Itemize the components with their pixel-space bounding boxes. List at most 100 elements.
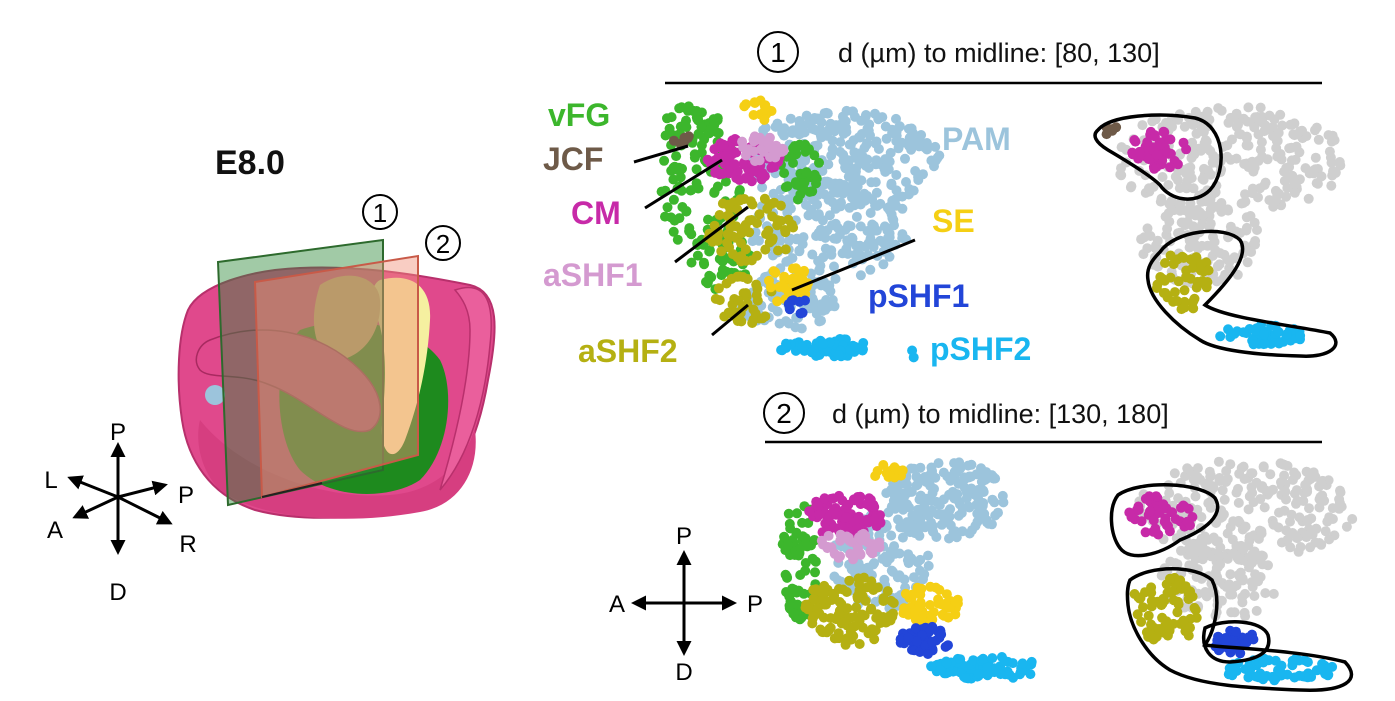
cell-dot [683, 101, 694, 112]
cell-dot [904, 140, 915, 151]
cell-dot [829, 261, 839, 272]
cell-dot [815, 231, 826, 242]
cell-dot [1327, 503, 1338, 514]
cell-dot [1190, 605, 1201, 615]
cell-dot [1310, 125, 1320, 136]
cell-dot [713, 283, 724, 294]
cell-dot [681, 122, 692, 133]
cell-dot [1137, 120, 1148, 131]
cell-dot [1172, 607, 1183, 618]
cell-dot [828, 506, 839, 517]
cell-dot [926, 661, 937, 672]
cell-dot [874, 530, 885, 541]
cell-dot [841, 512, 852, 523]
cell-dot [1150, 243, 1161, 254]
cell-dot [747, 236, 758, 247]
cell-dot [1164, 624, 1175, 635]
cell-dot [804, 144, 814, 155]
heart-tan-tube [313, 275, 381, 361]
cell-dot [1165, 573, 1175, 584]
svg-text:1: 1 [373, 198, 387, 228]
cell-dot [691, 106, 702, 116]
cell-dot [909, 606, 920, 617]
cell-dot [850, 198, 861, 209]
cell-dot [1175, 198, 1186, 208]
cell-dot [1025, 669, 1036, 680]
cell-dot [931, 496, 942, 507]
cell-dot [884, 232, 895, 243]
cell-dot [1282, 183, 1293, 193]
cell-dot [1179, 501, 1190, 512]
cell-dot [790, 177, 801, 188]
cell-dot [972, 508, 983, 519]
cell-dot [1148, 633, 1159, 644]
cell-dot [814, 316, 825, 327]
cell-dot [1198, 126, 1209, 137]
cell-dot [779, 531, 790, 542]
cell-dot [978, 485, 989, 496]
cell-dot [1158, 288, 1169, 298]
cell-dot [1324, 146, 1335, 157]
cell-dot [1222, 204, 1233, 215]
cell-dot [741, 99, 751, 110]
section-2-heading: d (µm) to midline: [130, 180] [832, 399, 1169, 429]
cell-dot [1145, 231, 1156, 241]
cell-dot [817, 166, 828, 176]
cell-dot [1004, 669, 1015, 680]
cell-dot [1259, 338, 1270, 349]
cell-dot [1243, 504, 1254, 515]
cell-dot [776, 146, 787, 157]
cell-dot [768, 266, 779, 277]
cell-dot [1140, 587, 1150, 598]
cell-dot [1291, 141, 1302, 152]
cell-dot [1142, 243, 1153, 254]
cell-dot [826, 150, 837, 161]
cell-dot [671, 151, 682, 162]
cell-dot [1162, 223, 1173, 234]
cell-dot [914, 494, 925, 505]
cell-dot [1181, 179, 1192, 190]
cell-dot [802, 541, 813, 552]
cell-dot [982, 662, 993, 672]
cell-dot [854, 548, 865, 559]
cell-dot [1178, 252, 1189, 263]
cell-dot [833, 350, 844, 360]
cell-dot [1326, 180, 1337, 191]
cell-dot [799, 178, 809, 189]
cell-dot [1156, 570, 1167, 581]
cell-dot [1238, 575, 1248, 586]
cell-dot [732, 252, 743, 263]
cell-dot [763, 225, 774, 236]
cell-dot [895, 522, 906, 533]
cell-dot [882, 555, 893, 566]
cell-dot [918, 473, 929, 483]
cell-dot [1246, 247, 1257, 257]
cell-dot [1291, 485, 1302, 496]
cell-dot [1233, 483, 1243, 494]
cell-dot [1132, 609, 1143, 620]
cell-dot [811, 178, 821, 189]
cell-dot [1160, 211, 1171, 222]
cell-dot [804, 303, 815, 314]
cell-dot [1202, 106, 1213, 117]
label-PAM: PAM [942, 121, 1011, 157]
cell-dot [1140, 527, 1151, 538]
cell-dot [1279, 470, 1290, 481]
cell-dot [948, 527, 959, 538]
cell-dot [717, 264, 728, 275]
cell-dot [904, 502, 914, 513]
cell-dot [790, 322, 801, 333]
cell-dot [1335, 485, 1345, 496]
cell-dot [1291, 470, 1302, 481]
cell-dot [721, 278, 732, 289]
cell-dot [1273, 326, 1284, 337]
cell-dot [847, 232, 857, 243]
cell-dot [760, 311, 771, 322]
cell-dot [752, 283, 763, 294]
cell-dot [1286, 509, 1297, 520]
cell-dot [1178, 217, 1189, 228]
cell-dot [1284, 162, 1295, 172]
cell-dot [807, 553, 818, 564]
cell-dot [1259, 502, 1270, 513]
cell-dot [1169, 468, 1180, 479]
